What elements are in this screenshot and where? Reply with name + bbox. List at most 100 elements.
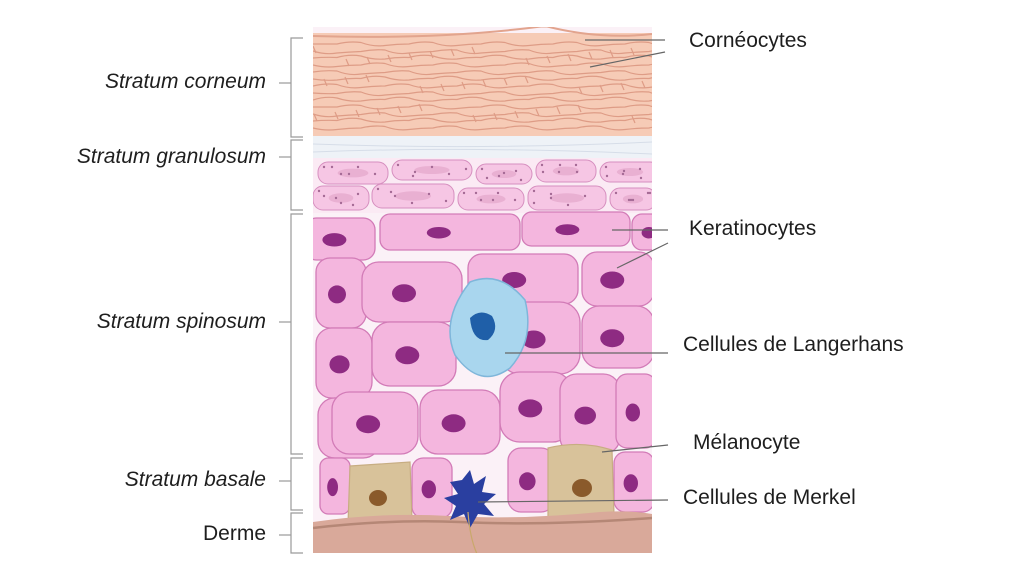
keratohyalin-granule bbox=[374, 173, 376, 175]
keratohyalin-granule bbox=[486, 177, 488, 179]
cell-label-corneocytes: Cornéocytes bbox=[689, 29, 807, 53]
keratohyalin-granule bbox=[640, 177, 642, 179]
keratohyalin-granule bbox=[576, 171, 578, 173]
keratinocyte-nucleus bbox=[422, 480, 436, 498]
granular-cell-nucleus bbox=[395, 191, 431, 201]
keratohyalin-granule bbox=[323, 166, 325, 168]
keratohyalin-granule bbox=[639, 168, 641, 170]
keratohyalin-granule bbox=[335, 197, 337, 199]
tissue-section bbox=[305, 26, 673, 560]
keratohyalin-granule bbox=[340, 173, 342, 175]
keratohyalin-granule bbox=[475, 192, 477, 194]
keratohyalin-granule bbox=[340, 202, 342, 204]
keratinocyte-nucleus bbox=[327, 478, 338, 496]
keratinocyte-nucleus bbox=[555, 224, 579, 235]
keratohyalin-granule bbox=[323, 195, 325, 197]
keratohyalin-granule bbox=[480, 199, 482, 201]
layer-label-corneum: Stratum corneum bbox=[105, 70, 266, 94]
keratohyalin-granule bbox=[550, 197, 552, 199]
cell-label-melanocyte: Mélanocyte bbox=[693, 431, 800, 455]
keratinocyte-nucleus bbox=[574, 407, 596, 425]
keratohyalin-granule bbox=[497, 192, 499, 194]
keratohyalin-granule bbox=[463, 192, 465, 194]
keratohyalin-granule bbox=[448, 173, 450, 175]
layer-label-basale: Stratum basale bbox=[125, 468, 266, 492]
layer-label-derme: Derme bbox=[203, 522, 266, 546]
keratohyalin-granule bbox=[623, 170, 625, 172]
keratinocyte-nucleus bbox=[322, 233, 346, 246]
layer-brackets bbox=[279, 38, 303, 553]
keratohyalin-granule bbox=[352, 204, 354, 206]
keratohyalin-granule bbox=[394, 195, 396, 197]
keratinocyte-nucleus bbox=[519, 472, 536, 490]
keratohyalin-granule bbox=[445, 200, 447, 202]
keratohyalin-granule bbox=[357, 193, 359, 195]
keratohyalin-granule bbox=[377, 188, 379, 190]
keratohyalin-granule bbox=[515, 170, 517, 172]
cell-label-keratinocytes: Keratinocytes bbox=[689, 217, 816, 241]
granular-cell-nucleus bbox=[553, 167, 579, 176]
keratohyalin-granule bbox=[647, 192, 649, 194]
keratohyalin-granule bbox=[431, 166, 433, 168]
keratohyalin-granule bbox=[567, 204, 569, 206]
keratinocyte-nucleus bbox=[427, 227, 451, 239]
keratohyalin-granule bbox=[412, 175, 414, 177]
keratinocyte-nucleus bbox=[392, 284, 416, 302]
keratohyalin-granule bbox=[481, 168, 483, 170]
keratinocyte-nucleus bbox=[600, 329, 624, 347]
keratohyalin-granule bbox=[584, 195, 586, 197]
melanocyte-nucleus bbox=[369, 490, 387, 506]
keratohyalin-granule bbox=[542, 171, 544, 173]
keratinocyte-nucleus bbox=[328, 285, 346, 303]
granular-cell-nucleus bbox=[550, 193, 584, 203]
granular-cell-nucleus bbox=[338, 169, 369, 178]
granular-cell-nucleus bbox=[329, 193, 354, 203]
cell-label-merkel: Cellules de Merkel bbox=[683, 486, 856, 510]
keratohyalin-granule bbox=[414, 171, 416, 173]
bracket-basale bbox=[291, 458, 303, 510]
keratohyalin-granule bbox=[357, 166, 359, 168]
keratohyalin-granule bbox=[503, 172, 505, 174]
keratinocyte-nucleus bbox=[356, 415, 380, 433]
keratohyalin-granule bbox=[390, 191, 392, 193]
keratohyalin-granule bbox=[558, 171, 560, 173]
keratohyalin-granule bbox=[622, 173, 624, 175]
keratohyalin-granule bbox=[615, 192, 617, 194]
stratum-lucidum-band bbox=[313, 136, 652, 158]
keratohyalin-granule bbox=[533, 190, 535, 192]
keratinocyte-nucleus bbox=[642, 227, 656, 239]
keratohyalin-granule bbox=[550, 193, 552, 195]
keratinocyte-nucleus bbox=[442, 414, 466, 432]
keratinocyte-nucleus bbox=[329, 355, 349, 373]
keratohyalin-granule bbox=[428, 193, 430, 195]
keratohyalin-granule bbox=[520, 179, 522, 181]
keratohyalin-granule bbox=[628, 199, 630, 201]
keratinocyte-nucleus bbox=[626, 403, 640, 421]
keratohyalin-granule bbox=[331, 166, 333, 168]
bracket-corneum bbox=[291, 38, 303, 137]
keratohyalin-granule bbox=[605, 166, 607, 168]
layer-label-spinosum: Stratum spinosum bbox=[97, 310, 266, 334]
cell-label-langerhans: Cellules de Langerhans bbox=[683, 333, 904, 357]
keratohyalin-granule bbox=[465, 168, 467, 170]
keratohyalin-granule bbox=[397, 164, 399, 166]
derme-band bbox=[313, 511, 652, 560]
keratohyalin-granule bbox=[348, 173, 350, 175]
keratohyalin-granule bbox=[575, 164, 577, 166]
keratohyalin-granule bbox=[411, 202, 413, 204]
keratohyalin-granule bbox=[533, 202, 535, 204]
keratohyalin-granule bbox=[514, 199, 516, 201]
keratohyalin-granule bbox=[318, 190, 320, 192]
layer-label-granulosum: Stratum granulosum bbox=[77, 145, 266, 169]
keratinocyte-nucleus bbox=[624, 474, 638, 492]
keratohyalin-granule bbox=[541, 164, 543, 166]
keratinocyte-nucleus bbox=[518, 399, 542, 417]
keratinocyte-nucleus bbox=[600, 271, 624, 288]
keratohyalin-granule bbox=[559, 164, 561, 166]
bracket-granulosum bbox=[291, 140, 303, 210]
bracket-spinosum bbox=[291, 214, 303, 454]
keratinocyte-nucleus bbox=[395, 346, 419, 364]
keratohyalin-granule bbox=[492, 199, 494, 201]
keratohyalin-granule bbox=[606, 175, 608, 177]
